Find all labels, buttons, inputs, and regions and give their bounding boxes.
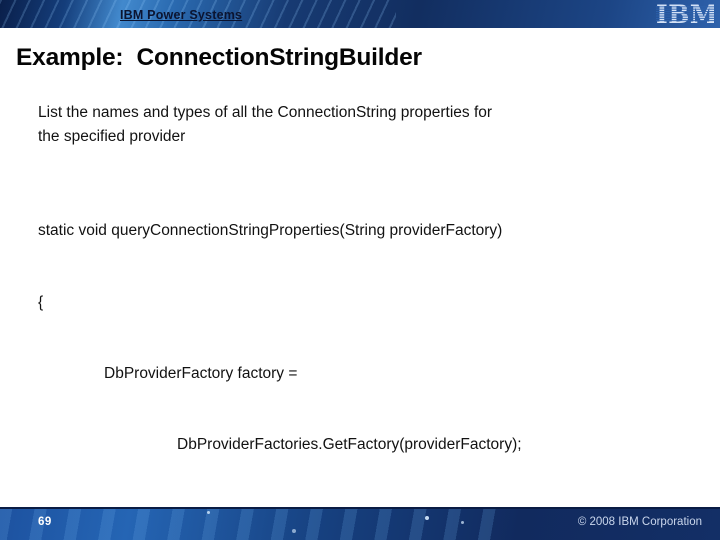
- banner-light-streaks: [0, 0, 396, 28]
- code-line: DbProviderFactory factory =: [104, 364, 298, 382]
- decorative-dot: [461, 521, 464, 524]
- copyright-text: © 2008 IBM Corporation: [577, 516, 702, 528]
- footer-banner: 69 © 2008 IBM Corporation: [0, 507, 720, 540]
- code-line: static void queryConnectionStringPropert…: [38, 222, 503, 240]
- brand-text: IBM Power Systems: [120, 8, 243, 22]
- ibm-logo-text: IBM: [656, 2, 714, 28]
- ibm-logo-icon: IBM: [656, 0, 718, 33]
- top-banner: IBM Power Systems IBM: [0, 0, 720, 29]
- decorative-dot: [292, 529, 296, 533]
- intro-paragraph: List the names and types of all the Conn…: [38, 101, 638, 149]
- code-line: {: [38, 293, 44, 311]
- intro-line: the specified provider: [38, 127, 186, 145]
- slide-title: Example: ConnectionStringBuilder: [16, 44, 422, 71]
- footer-light-streaks: [0, 509, 504, 540]
- ibm-logo-stripes: [656, 6, 714, 22]
- code-listing: static void queryConnectionStringPropert…: [38, 172, 688, 540]
- intro-line: List the names and types of all the Conn…: [38, 104, 493, 121]
- code-line: DbProviderFactories.GetFactory(providerF…: [177, 435, 522, 453]
- decorative-dot: [207, 511, 210, 514]
- decorative-dot: [425, 516, 429, 520]
- slide-page-number: 69: [38, 516, 52, 528]
